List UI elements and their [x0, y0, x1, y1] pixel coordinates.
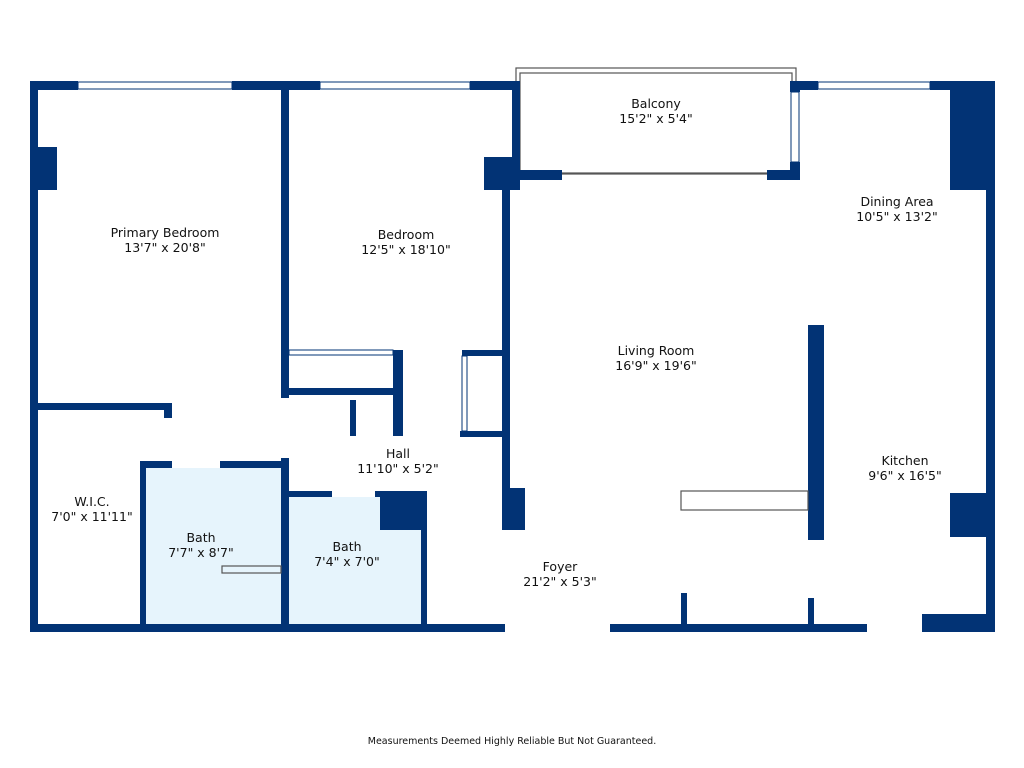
kitchen-counter — [680, 490, 809, 511]
vanity — [221, 565, 282, 574]
room-wic: W.I.C.7'0" x 11'11" — [51, 494, 133, 524]
bath-1-floor — [146, 468, 281, 624]
windows — [77, 81, 931, 432]
disclaimer: Measurements Deemed Highly Reliable But … — [367, 736, 657, 747]
walls — [30, 81, 995, 632]
